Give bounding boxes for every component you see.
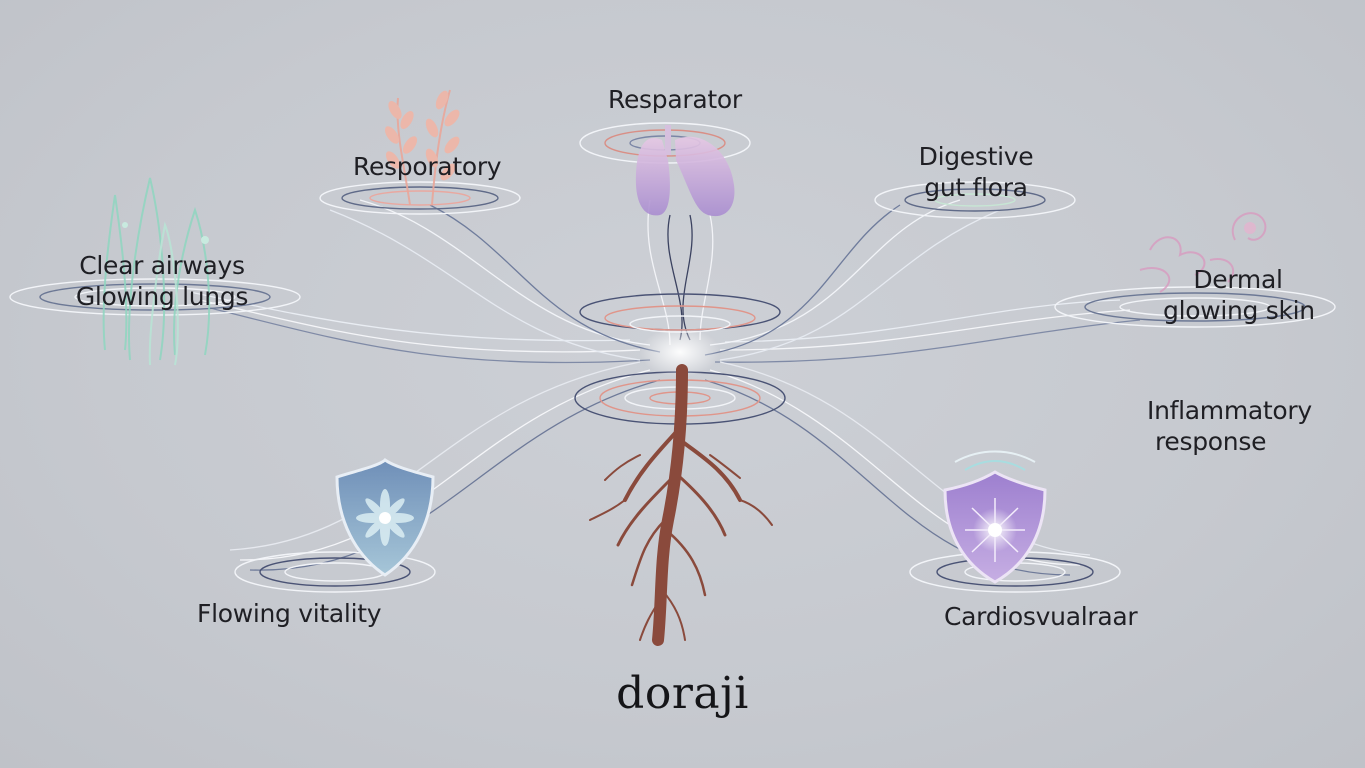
label-flowing-vitality: Flowing vitality	[197, 598, 381, 629]
label-resparator: Resparator	[608, 84, 742, 115]
root-icon	[590, 370, 772, 640]
label-dermal: Dermal glowing skin	[1163, 264, 1313, 326]
label-inflammatory: Inflammatory response	[1147, 395, 1312, 457]
label-respiratory: Resporatory	[353, 151, 501, 182]
label-digestive: Digestive gut flora	[908, 141, 1044, 203]
label-cardio: Cardiosvualraar	[944, 601, 1137, 632]
diagram-title: doraji	[0, 668, 1365, 719]
lungs-icon	[636, 125, 735, 216]
label-clear-airways: Clear airways Glowing lungs	[62, 250, 262, 312]
